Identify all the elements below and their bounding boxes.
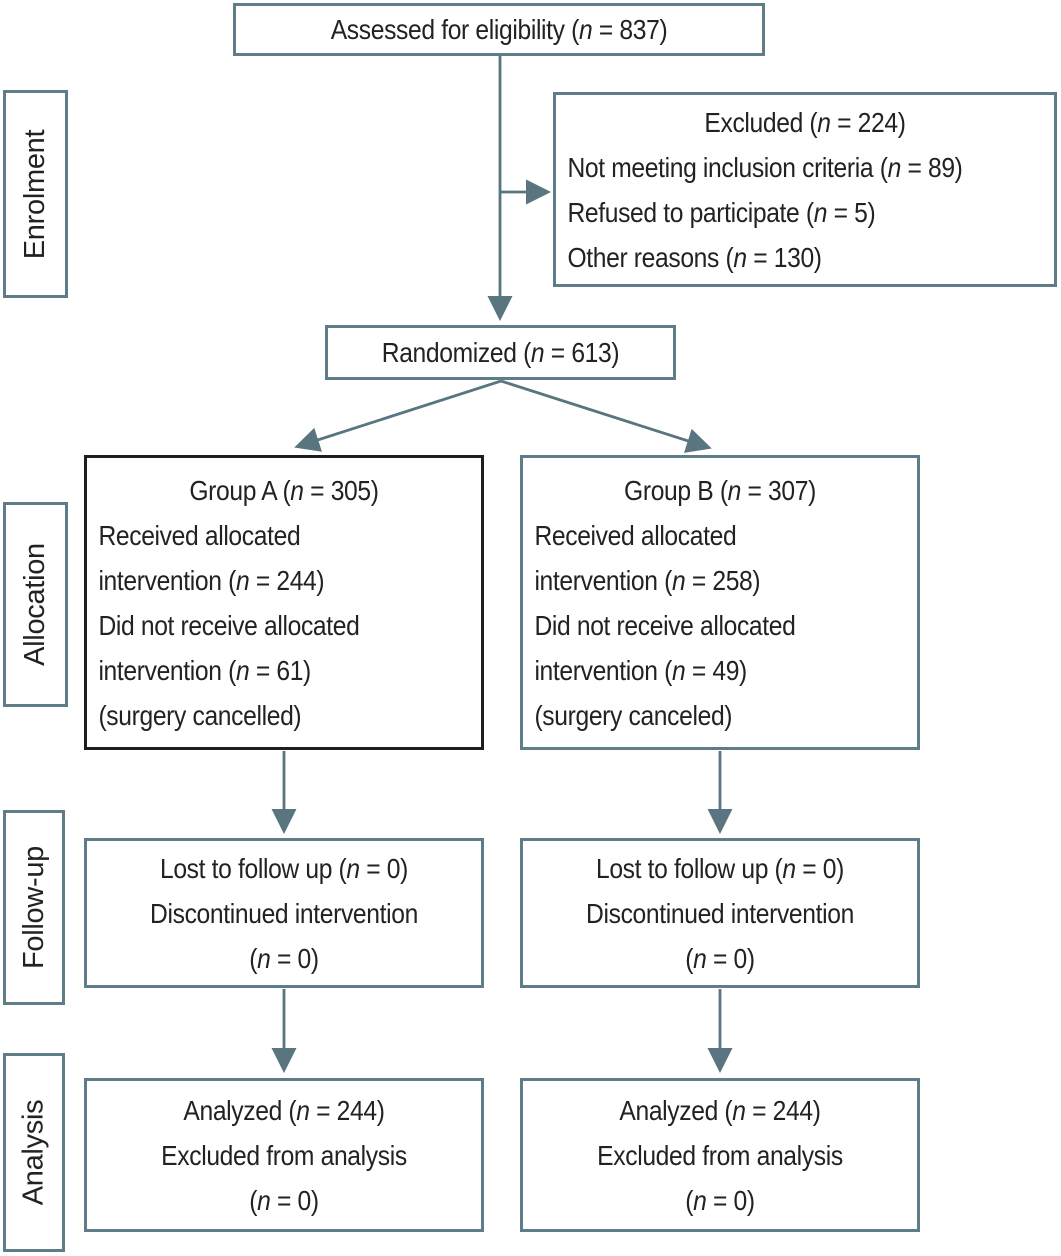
box-line: Analyzed (n = 244) — [619, 1094, 821, 1126]
box-line: (n = 0) — [685, 1184, 755, 1216]
stage-label-text: Follow-up — [17, 845, 50, 970]
box-title: Group B (n = 307) — [624, 474, 816, 506]
box-lines: Not meeting inclusion criteria (n = 89) R… — [556, 145, 1054, 280]
box-line: Assessed for eligibility (n = 837) — [330, 14, 668, 45]
box-line: Other reasons (n = 130) — [567, 241, 822, 273]
stage-label-followup: Follow-up — [3, 810, 65, 1005]
box-line: (n = 0) — [249, 942, 319, 974]
box-lines: Received allocated intervention (n = 258)… — [523, 513, 917, 738]
box-title: Group A (n = 305) — [189, 474, 379, 506]
stage-label-text: Enrolment — [19, 129, 52, 259]
box-line: (surgery canceled) — [534, 699, 733, 731]
box-line: Received allocated — [98, 519, 301, 551]
box-line: intervention (n = 49) — [534, 654, 747, 686]
box-line: intervention (n = 244) — [98, 564, 325, 596]
stage-label-text: Allocation — [19, 543, 51, 666]
box-line: intervention (n = 61) — [98, 654, 311, 686]
box-group-a-allocation: Group A (n = 305) Received allocated inte… — [84, 455, 484, 750]
stage-label-analysis: Analysis — [3, 1053, 65, 1252]
box-title: Excluded (n = 224) — [704, 106, 906, 138]
box-line: Refused to participate (n = 5) — [567, 196, 876, 228]
box-line: Lost to follow up (n = 0) — [159, 852, 409, 884]
box-line: Analyzed (n = 244) — [183, 1094, 385, 1126]
box-randomized: Randomized (n = 613) — [325, 325, 676, 380]
box-line: Did not receive allocated — [98, 609, 360, 641]
box-line: Discontinued intervention — [150, 897, 418, 929]
stage-label-enrolment: Enrolment — [3, 90, 68, 298]
box-analysis-group-b: Analyzed (n = 244) Excluded from analysis… — [520, 1078, 920, 1232]
box-lines: Analyzed (n = 244) Excluded from analysis… — [87, 1088, 481, 1223]
box-line: Lost to follow up (n = 0) — [595, 852, 845, 884]
stage-label-allocation: Allocation — [3, 502, 68, 707]
box-excluded: Excluded (n = 224) Not meeting inclusion… — [553, 92, 1057, 287]
box-line: Did not receive allocated — [534, 609, 796, 641]
stage-label-text: Analysis — [17, 1099, 50, 1206]
box-line: intervention (n = 258) — [534, 564, 761, 596]
box-lines: Received allocated intervention (n = 244)… — [87, 513, 481, 738]
box-line: Excluded from analysis — [597, 1139, 843, 1171]
box-assessed-eligibility: Assessed for eligibility (n = 837) — [233, 3, 765, 56]
box-line: (n = 0) — [249, 1184, 319, 1216]
arrow-randomized-to-group-b — [500, 379, 712, 453]
box-followup-group-a: Lost to follow up (n = 0) Discontinued in… — [84, 838, 484, 988]
box-line: Received allocated — [534, 519, 737, 551]
box-line: Randomized (n = 613) — [381, 337, 620, 368]
box-line: Not meeting inclusion criteria (n = 89) — [567, 151, 963, 183]
box-line: (surgery cancelled) — [98, 699, 302, 731]
box-line: (n = 0) — [685, 942, 755, 974]
box-followup-group-b: Lost to follow up (n = 0) Discontinued in… — [520, 838, 920, 988]
box-line: Excluded from analysis — [161, 1139, 407, 1171]
box-lines: Lost to follow up (n = 0) Discontinued in… — [523, 846, 917, 981]
box-analysis-group-a: Analyzed (n = 244) Excluded from analysis… — [84, 1078, 484, 1232]
box-line: Discontinued intervention — [586, 897, 854, 929]
box-lines: Analyzed (n = 244) Excluded from analysis… — [523, 1088, 917, 1223]
box-lines: Lost to follow up (n = 0) Discontinued in… — [87, 846, 481, 981]
box-group-b-allocation: Group B (n = 307) Received allocated inte… — [520, 455, 920, 750]
arrow-randomized-to-group-a — [294, 379, 502, 452]
